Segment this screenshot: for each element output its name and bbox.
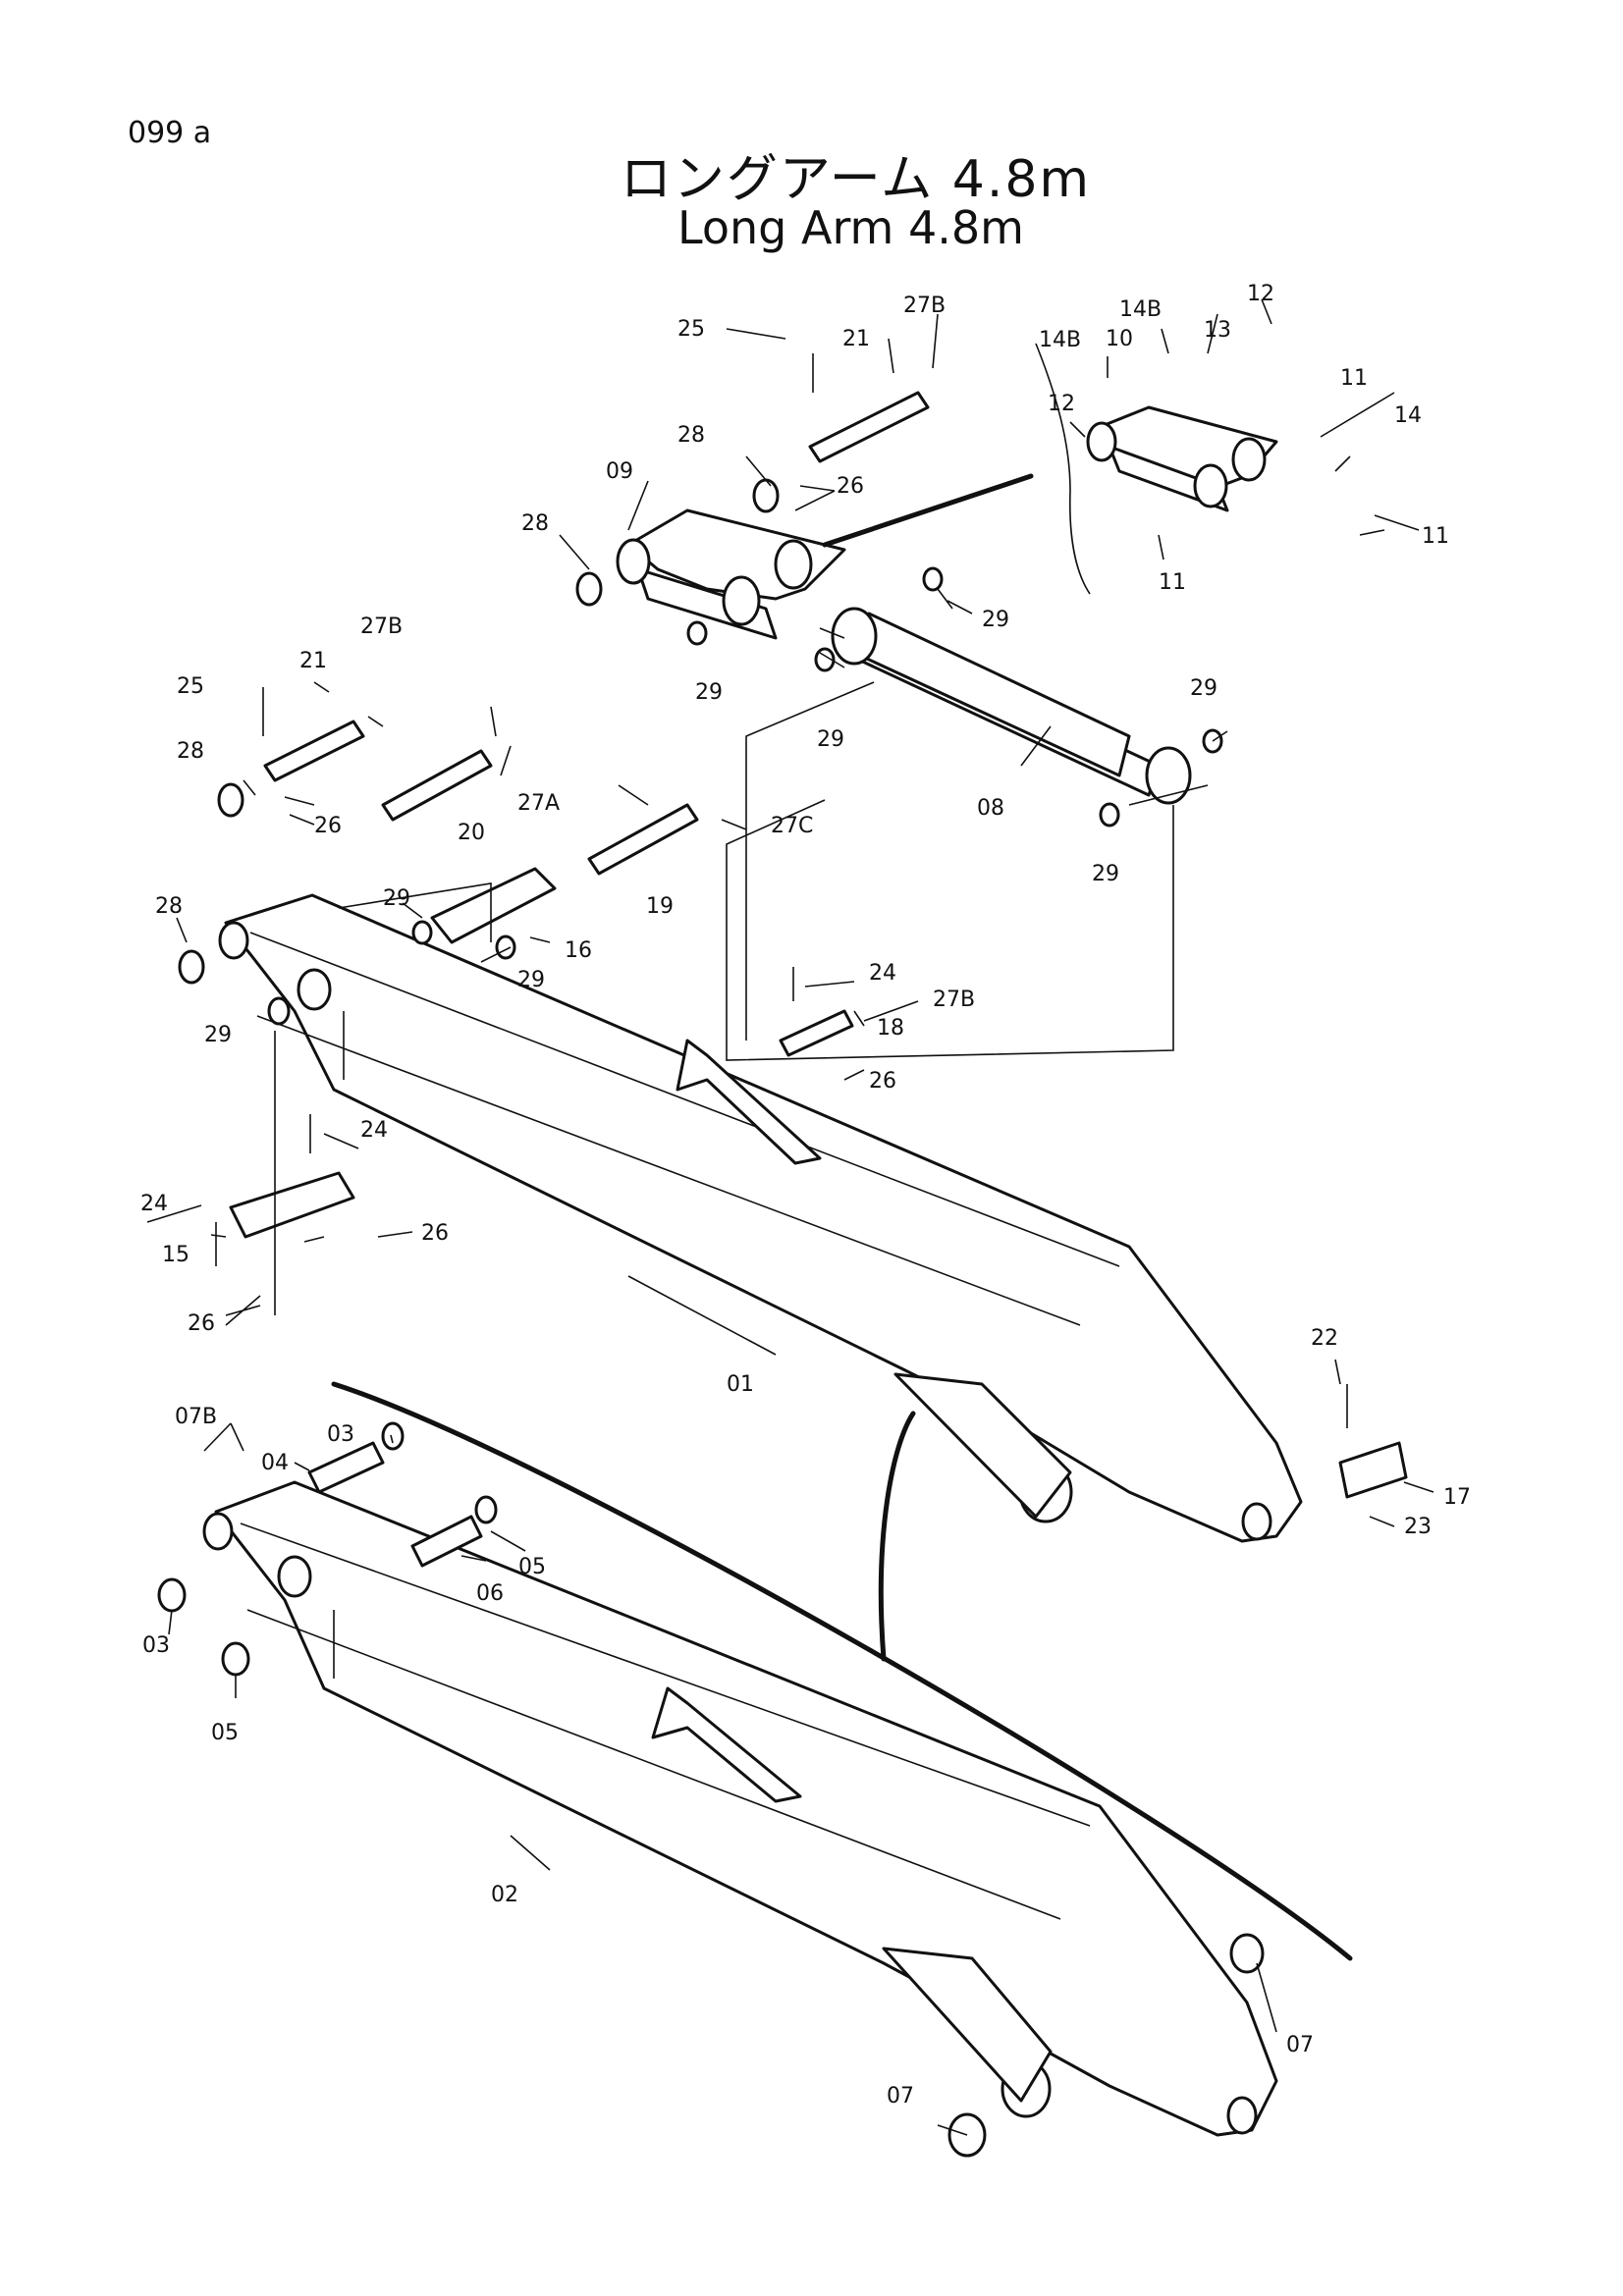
arm-02-drawing <box>202 1381 1353 2137</box>
callout-11: 11 <box>1340 366 1368 391</box>
callout-21: 21 <box>842 327 870 351</box>
callout-28: 28 <box>521 511 549 536</box>
callout-26: 26 <box>314 814 342 838</box>
callout-07B: 07B <box>175 1405 217 1429</box>
callout-25: 25 <box>177 674 204 699</box>
callout-14B: 14B <box>1039 328 1081 352</box>
callout-07: 07 <box>1286 2033 1314 2057</box>
leader-lines <box>146 298 1434 2136</box>
callout-14B: 14B <box>1119 297 1162 322</box>
callout-17: 17 <box>1443 1485 1471 1510</box>
callout-29: 29 <box>817 727 844 752</box>
title-japanese: ロングアーム 4.8m <box>620 150 1092 209</box>
callout-26: 26 <box>421 1221 449 1246</box>
callout-15: 15 <box>162 1243 189 1267</box>
callout-16: 16 <box>565 938 592 963</box>
callout-29: 29 <box>517 968 545 992</box>
callout-10: 10 <box>1106 327 1133 351</box>
callout-24: 24 <box>360 1118 388 1143</box>
link-10-inset-drawing <box>1086 405 1278 512</box>
callout-27B: 27B <box>360 614 403 639</box>
arm-01-drawing <box>218 893 1303 1543</box>
callout-26: 26 <box>188 1311 215 1336</box>
callout-09: 09 <box>606 459 633 484</box>
callout-27B: 27B <box>903 294 946 318</box>
callout-08: 08 <box>977 796 1004 821</box>
callout-12: 12 <box>1247 282 1274 306</box>
callout-labels: 25 21 27B 28 09 28 26 14B 10 14B 13 12 1… <box>140 282 1471 2109</box>
callout-21: 21 <box>299 649 327 673</box>
callout-06: 06 <box>476 1581 504 1606</box>
callout-27B: 27B <box>933 988 975 1012</box>
callout-25: 25 <box>677 317 705 342</box>
callout-23: 23 <box>1404 1515 1432 1539</box>
callout-24: 24 <box>140 1192 168 1216</box>
callout-11: 11 <box>1159 570 1186 595</box>
callout-28: 28 <box>677 423 705 448</box>
callout-29: 29 <box>982 608 1009 632</box>
callout-14: 14 <box>1394 403 1422 428</box>
callout-29: 29 <box>1092 862 1119 886</box>
title-english: Long Arm 4.8m <box>677 201 1024 254</box>
callout-22: 22 <box>1311 1326 1338 1351</box>
callout-02: 02 <box>491 1883 518 1907</box>
callout-29: 29 <box>204 1023 232 1047</box>
callout-13: 13 <box>1204 318 1231 343</box>
callout-27A: 27A <box>517 791 560 816</box>
callout-05: 05 <box>518 1555 546 1579</box>
callout-24: 24 <box>869 961 896 986</box>
callout-18: 18 <box>877 1016 904 1041</box>
callout-12: 12 <box>1048 392 1075 416</box>
callout-28: 28 <box>177 739 204 764</box>
cylinder-08-drawing <box>831 607 1192 805</box>
page-number: 099 a <box>128 116 212 150</box>
callout-19: 19 <box>646 894 674 919</box>
callout-07: 07 <box>887 2084 914 2109</box>
callout-29: 29 <box>695 680 723 705</box>
callout-29: 29 <box>383 886 410 911</box>
callout-01: 01 <box>727 1372 754 1397</box>
callout-03: 03 <box>142 1633 170 1658</box>
callout-29: 29 <box>1190 676 1217 701</box>
callout-27C: 27C <box>771 814 813 838</box>
callout-04: 04 <box>261 1451 289 1475</box>
callout-26: 26 <box>837 474 864 499</box>
callout-26: 26 <box>869 1069 896 1094</box>
callout-11: 11 <box>1422 524 1449 549</box>
small-parts-drawing <box>157 353 1408 2158</box>
callout-03: 03 <box>327 1422 354 1447</box>
callout-20: 20 <box>458 821 485 845</box>
link-09-drawing <box>616 343 1091 640</box>
callout-28: 28 <box>155 894 183 919</box>
callout-05: 05 <box>211 1721 239 1745</box>
